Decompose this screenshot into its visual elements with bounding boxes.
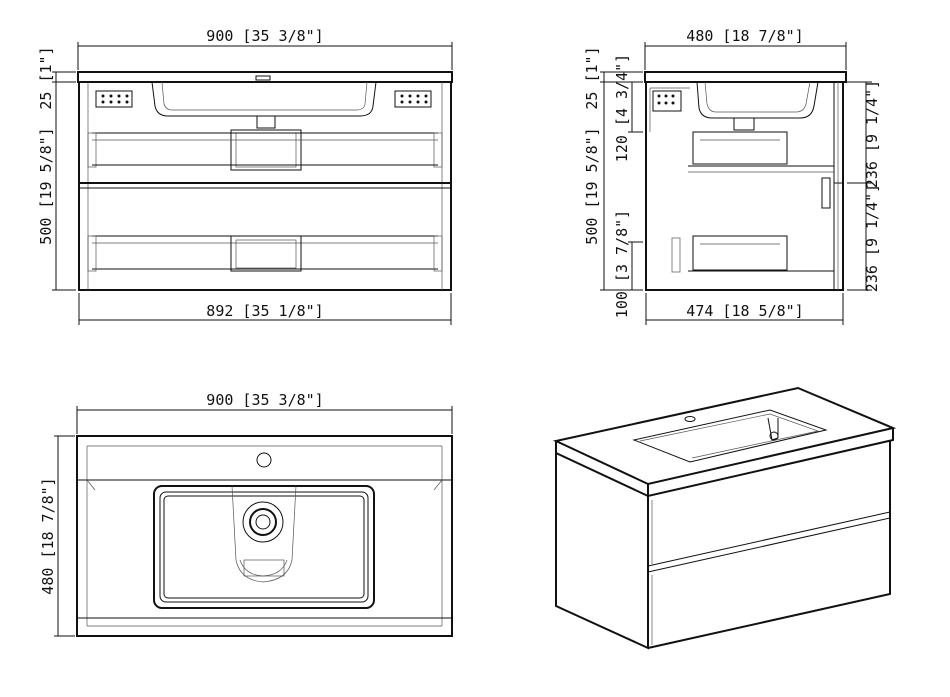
iso-cabinet-side — [555, 453, 649, 650]
iso-cabinet-front — [647, 440, 891, 649]
front-upper-drawer-cutout — [230, 129, 302, 171]
side-view: 480 [18 7/8"] 474 [18 5/8"] 25 [1"] 500 … — [583, 27, 881, 325]
side-basin-section — [696, 81, 819, 119]
side-toe-height-label: 100 [3 7/8"] — [613, 210, 631, 318]
drain-icon — [255, 514, 271, 530]
front-body-height-label: 500 [19 5/8"] — [37, 127, 55, 244]
top-view: 900 [35 3/8"] 480 [18 7/8"] — [39, 391, 453, 637]
top-countertop-outline — [76, 435, 453, 637]
side-bottom-depth-label: 474 [18 5/8"] — [686, 302, 803, 320]
side-lower-drawer-label: 236 [9 1/4"] — [863, 184, 881, 292]
top-basin-outer — [153, 485, 375, 609]
side-body-height-label: 500 [19 5/8"] — [583, 127, 601, 244]
front-top-width-label: 900 [35 3/8"] — [206, 27, 323, 45]
drain-outer — [242, 501, 284, 543]
isometric-view — [552, 386, 897, 650]
side-vent — [652, 90, 682, 112]
side-upper-drawer — [692, 131, 788, 165]
front-vent-right — [394, 90, 432, 108]
iso-countertop-top — [552, 386, 897, 486]
side-top-thickness-label: 25 [1"] — [583, 46, 601, 109]
front-top-thickness-label: 25 [1"] — [37, 46, 55, 109]
iso-drawer-split — [647, 511, 891, 567]
front-vent-left — [95, 90, 133, 108]
side-cabinet-body — [645, 81, 844, 291]
front-cabinet-body — [78, 81, 452, 291]
front-view: 900 [35 3/8"] 892 [35 1/8"] 25 [1"] 500 … — [37, 27, 453, 325]
iso-basin — [632, 409, 828, 463]
faucet-hole — [256, 452, 272, 468]
top-depth-label: 480 [18 7/8"] — [39, 477, 57, 594]
front-bottom-width-label: 892 [35 1/8"] — [206, 302, 323, 320]
side-countertop — [644, 71, 847, 83]
side-upper-drawer-label: 236 [9 1/4"] — [863, 80, 881, 188]
iso-faucet-hole — [684, 416, 696, 422]
top-width-label: 900 [35 3/8"] — [206, 391, 323, 409]
side-lower-drawer — [692, 235, 788, 271]
front-basin-outline — [151, 81, 377, 117]
front-lower-drawer-cutout — [230, 235, 302, 272]
side-basin-depth-label: 120 [4 3/4"] — [613, 54, 631, 162]
side-top-depth-label: 480 [18 7/8"] — [686, 27, 803, 45]
